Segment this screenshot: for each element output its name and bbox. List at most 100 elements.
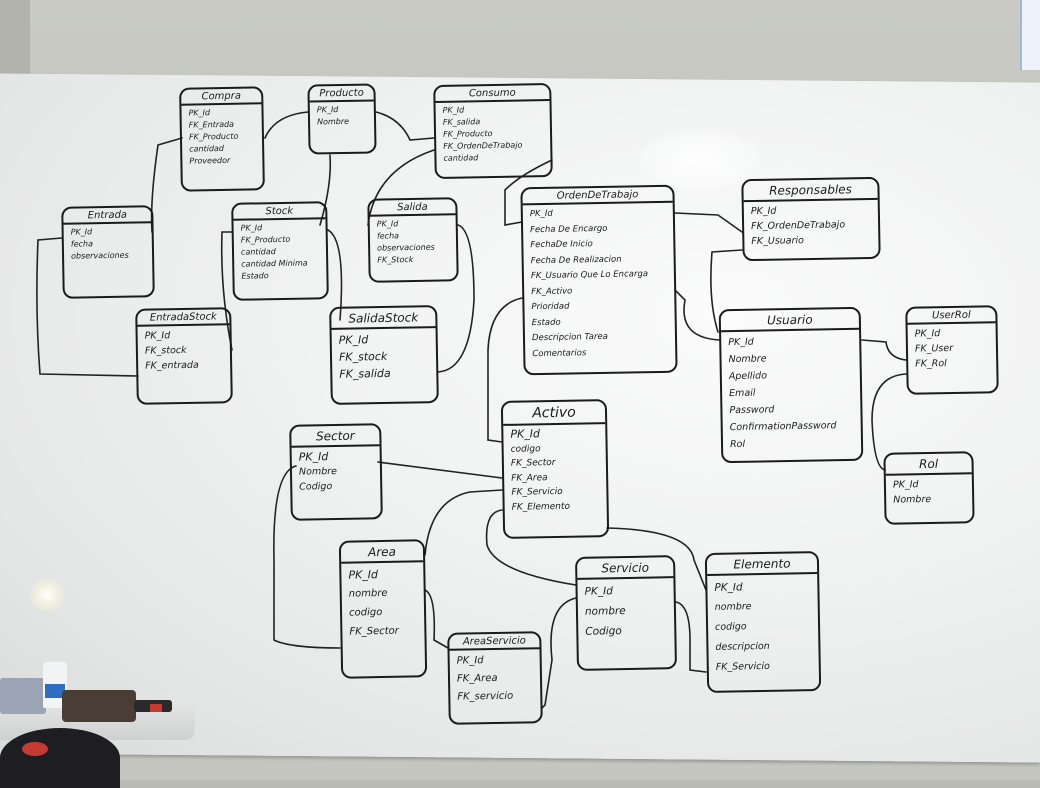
field: FK_stock <box>144 344 187 357</box>
table-activo: Activo PK_Id codigo FK_Sector FK_Area FK… <box>500 399 610 539</box>
link-producto-consumo <box>375 111 435 141</box>
bottle-label <box>45 684 65 698</box>
field: PK_Id <box>914 328 941 340</box>
field: FK_Servicio <box>715 660 771 673</box>
field: Nombre <box>316 116 350 127</box>
field: Nombre <box>893 493 932 506</box>
link-usuario-userrol <box>861 339 907 361</box>
link-servicio-elemento <box>675 601 707 673</box>
table-compra: Compra PK_Id FK_Entrada FK_Producto cant… <box>179 86 265 192</box>
table-rol: Rol PK_Id Nombre <box>883 451 975 525</box>
field: Estado <box>241 271 269 281</box>
field: FK_Area <box>456 672 498 685</box>
light-glare <box>640 130 760 190</box>
link-area-areaservicio <box>424 589 449 649</box>
table-title: Compra <box>181 88 262 106</box>
table-elemento: Elemento PK_Id nombre codigo descripcion… <box>704 551 822 693</box>
link-consumo-ordentrabajo <box>504 159 553 226</box>
field: FK_servicio <box>457 690 514 703</box>
table-servicio: Servicio PK_Id nombre Codigo <box>575 555 677 671</box>
link-ordentrabajo-usuario <box>674 289 721 341</box>
field: codigo <box>510 443 541 455</box>
field: PK_Id <box>584 585 613 598</box>
field: PK_Id <box>456 655 484 667</box>
table-title: Area <box>340 541 424 564</box>
field: codigo <box>348 607 383 619</box>
link-ordentrabajo-responsables <box>674 212 743 233</box>
table-stock: Stock PK_Id FK_Producto cantidad cantida… <box>231 201 329 301</box>
field: FK_entrada <box>145 359 199 372</box>
link-userrol-rol <box>871 373 907 471</box>
link-activo-ordentrabajo <box>487 297 523 443</box>
field: PK_Id <box>892 479 919 491</box>
link-entrada-entradastock <box>36 237 139 377</box>
table-title: Sector <box>291 425 380 448</box>
field: FK_salida <box>339 366 391 381</box>
link-area-activo <box>424 489 503 556</box>
field: FK_Elemento <box>511 501 571 513</box>
field: descripcion <box>715 640 770 653</box>
link-sector-area <box>273 465 341 649</box>
field: nombre <box>348 587 388 600</box>
field: FK_Sector <box>510 457 556 469</box>
table-title: Salida <box>369 199 456 217</box>
field: observaciones <box>70 250 129 261</box>
field: Comentarios <box>532 347 587 359</box>
table-entrada: Entrada PK_Id fecha observaciones <box>61 205 155 299</box>
field: PK_Id <box>348 568 379 582</box>
field: Nombre <box>298 465 338 478</box>
table-title: SalidaStock <box>331 307 436 330</box>
table-entradastock: EntradaStock PK_Id FK_stock FK_entrada <box>135 307 233 405</box>
table-title: Usuario <box>720 308 860 333</box>
table-title: Responsables <box>743 178 878 203</box>
field: FK_stock <box>338 349 388 364</box>
field: PK_Id <box>338 333 369 347</box>
field: cantidad <box>443 153 479 163</box>
link-servicio-areaservicio <box>541 597 577 709</box>
table-userrol: UserRol PK_Id FK_User FK_Rol <box>905 305 999 395</box>
field: FK_Rol <box>915 358 947 370</box>
eraser <box>62 690 136 722</box>
link-producto-stock <box>319 154 332 226</box>
link-consumo-salida <box>367 149 435 226</box>
field: nombre <box>714 601 752 613</box>
table-area: Area PK_Id nombre codigo FK_Sector <box>338 539 428 679</box>
table-title: Servicio <box>577 557 674 580</box>
field: FK_Usuario <box>751 235 805 248</box>
table-title: Rol <box>885 453 972 476</box>
link-sector-activo <box>377 461 503 479</box>
field: PK_Id <box>298 450 329 464</box>
table-title: Entrada <box>63 207 152 225</box>
table-salidastock: SalidaStock PK_Id FK_stock FK_salida <box>329 305 439 405</box>
field: PK_Id <box>144 330 171 342</box>
lamp-reflection <box>28 578 66 612</box>
table-title: UserRol <box>907 307 996 325</box>
field: FK_Sector <box>349 625 399 638</box>
field: PK_Id <box>714 581 743 594</box>
field: Codigo <box>299 481 333 493</box>
table-salida: Salida PK_Id fecha observaciones FK_Stoc… <box>367 197 459 283</box>
table-responsables: Responsables PK_Id FK_OrdenDeTrabajo FK_… <box>741 176 881 262</box>
box <box>0 678 46 714</box>
marker-cap <box>150 704 162 712</box>
table-consumo: Consumo PK_Id FK_salida FK_Producto FK_O… <box>433 82 553 180</box>
field: FK_Servicio <box>511 486 563 498</box>
field: FK_Area <box>511 472 548 484</box>
field: FK_User <box>914 342 954 355</box>
field: nombre <box>584 605 626 618</box>
link-activo-servicio <box>485 509 577 586</box>
table-sector: Sector PK_Id Nombre Codigo <box>289 423 383 521</box>
field: FK_Stock <box>377 254 414 265</box>
table-title: Elemento <box>706 553 818 576</box>
chair-detail <box>22 742 48 756</box>
field: Codigo <box>585 625 622 638</box>
table-areaservicio: AreaServicio PK_Id FK_Area FK_servicio <box>447 631 543 725</box>
field: PK_Id <box>316 105 339 115</box>
link-responsables-usuario <box>710 249 743 333</box>
table-ordendetrabajo: OrdenDeTrabajo PK_Id Fecha De Encargo Fe… <box>520 184 678 376</box>
table-title: AreaServicio <box>449 633 540 651</box>
link-entrada-compra <box>150 137 183 233</box>
table-title: Producto <box>309 85 374 103</box>
table-title: Activo <box>502 401 606 426</box>
